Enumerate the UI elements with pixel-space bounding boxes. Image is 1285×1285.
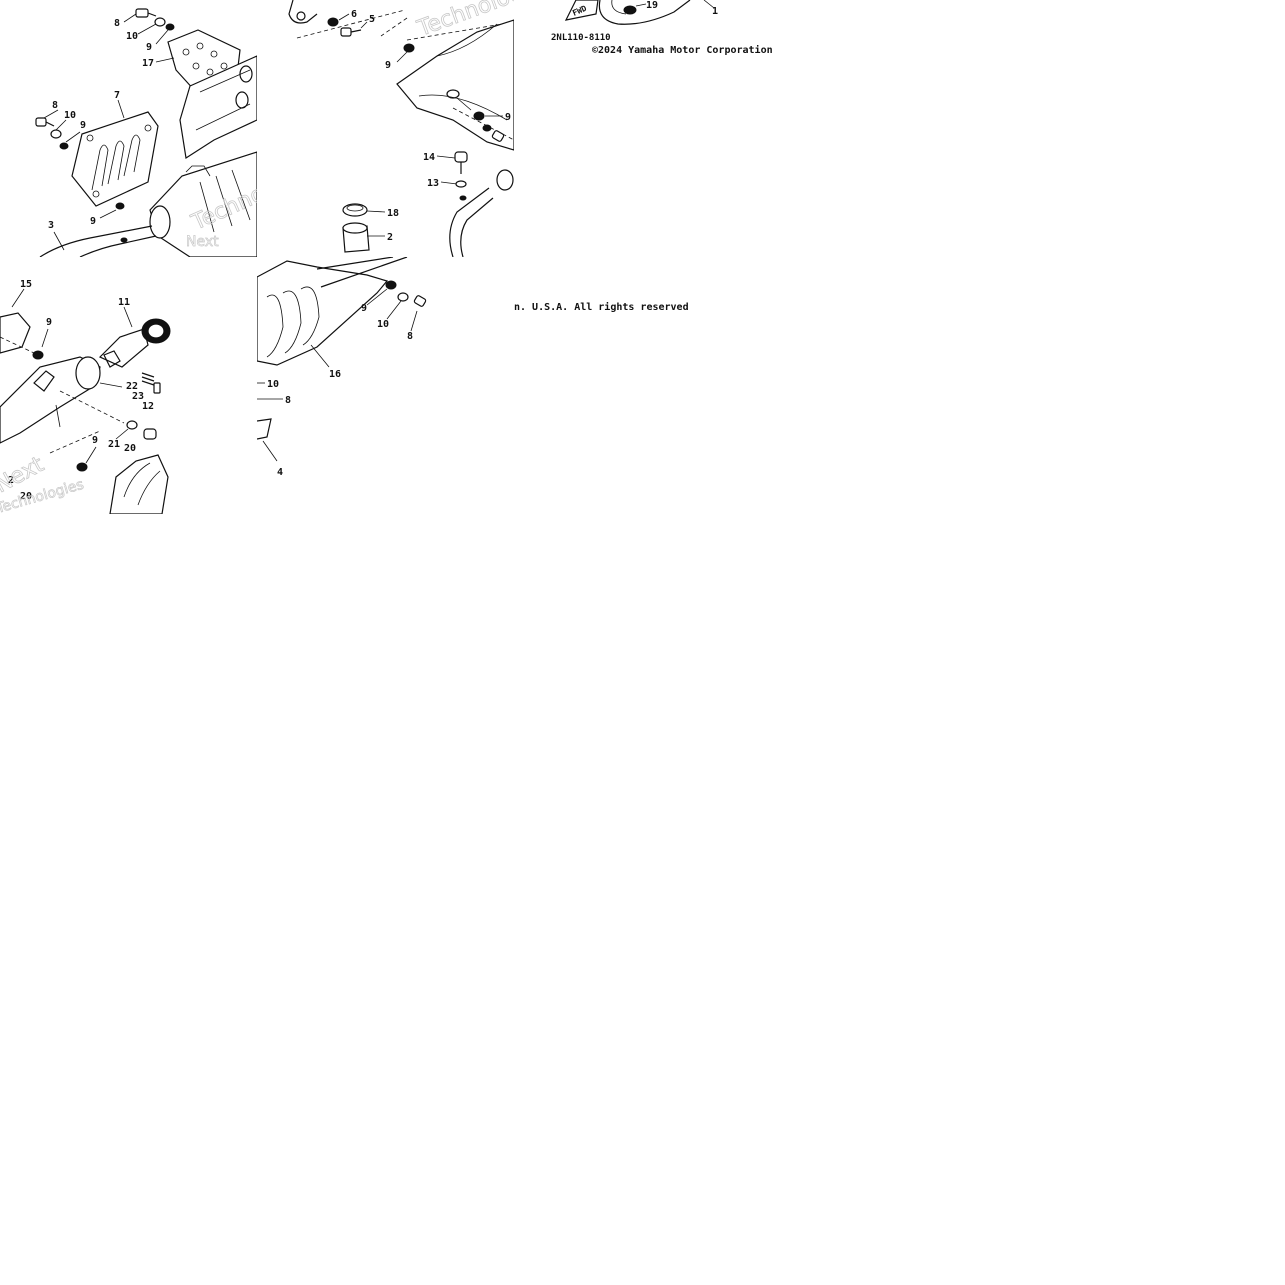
callout-9-d: 9 [385,60,391,71]
callout-18: 18 [387,208,399,219]
callout-17: 17 [142,58,154,69]
diagram-tile-top-middle: 6 5 9 9 14 [257,0,514,257]
heat-shields-drawing: 8 10 9 17 [35,8,257,257]
diagram-tile-center: 16 9 10 8 10 8 4 [257,257,514,514]
callout-9-g: 9 [92,435,98,446]
callout-3: 3 [48,220,54,231]
callout-10-b: 10 [64,110,76,121]
header-pipe-drawing: FWD 19 1 2NL110-8110 [551,0,718,43]
callout-10-d: 10 [267,379,279,390]
callout-9-b: 9 [80,120,86,131]
callout-8-c: 8 [407,331,413,342]
callout-22: 22 [126,381,138,392]
callout-5: 5 [369,14,375,25]
exhaust-pipe-drawing: 6 5 9 9 14 [288,0,514,257]
callout-9-c: 9 [90,216,96,227]
callout-19: 19 [646,0,658,11]
callout-12: 12 [142,401,154,412]
callout-8-b: 8 [52,100,58,111]
callout-15: 15 [20,279,32,290]
callout-16: 16 [329,369,341,380]
callout-11: 11 [118,297,130,308]
diagram-tile-top-left: 8 10 9 17 [0,0,257,257]
callout-20-b: 20 [20,491,32,502]
callout-8-a: 8 [114,18,120,29]
callout-6: 6 [351,9,357,20]
muffler-assembly-drawing: 15 9 11 22 23 12 [0,279,171,514]
callout-10-a: 10 [126,31,138,42]
callout-23: 23 [132,391,144,402]
copyright-notice: ©2024 Yamaha Motor Corporation [592,45,773,56]
callout-14: 14 [423,152,435,163]
callout-1: 1 [712,6,718,17]
callout-9-e: 9 [505,112,511,123]
silencer-drawing: 16 9 10 8 10 8 4 [257,257,427,478]
callout-13: 13 [427,178,439,189]
callout-7: 7 [114,90,120,101]
callout-20-a: 20 [124,443,136,454]
diagram-tile-top-right: FWD 19 1 2NL110-8110 [514,0,771,257]
callout-2-b: 2 [8,475,14,486]
callout-9-f: 9 [46,317,52,328]
watermark-next-a: Next [186,234,219,250]
callout-2: 2 [387,232,393,243]
fwd-arrow-icon [564,0,599,21]
callout-9-h: 9 [361,303,367,314]
callout-10-c: 10 [377,319,389,330]
callout-4: 4 [277,467,283,478]
callout-8-d: 8 [285,395,291,406]
callout-21: 21 [108,439,120,450]
part-code: 2NL110-8110 [551,33,611,43]
rights-notice: n. U.S.A. All rights reserved [514,302,689,313]
diagram-tile-middle-left: 15 9 11 22 23 12 [0,257,257,514]
callout-9-a: 9 [146,42,152,53]
